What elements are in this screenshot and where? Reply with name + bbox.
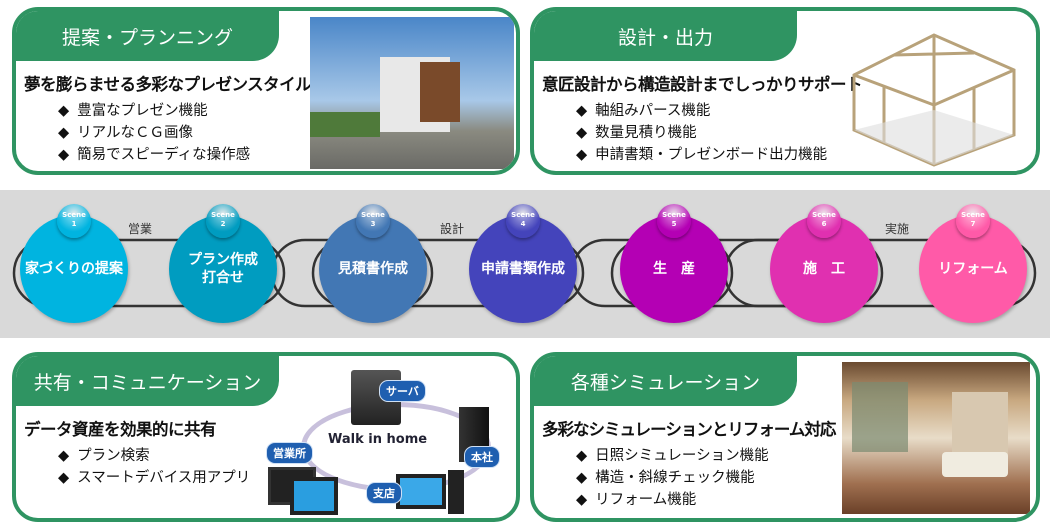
- list-item: 軸組みパース機能: [576, 100, 827, 122]
- scene-word: Scene: [511, 211, 535, 219]
- list-item: リアルなＣＧ画像: [58, 122, 250, 144]
- scene-label: 家づくりの提案: [25, 261, 123, 277]
- scene-5-circle[interactable]: 生 産: [620, 215, 728, 323]
- scene-label: 見積書作成: [338, 261, 408, 277]
- phase-label-execution: 実施: [885, 222, 910, 236]
- node-label-server: サーバ: [379, 380, 426, 402]
- logo: Walk in home: [328, 432, 428, 447]
- scene-label: プラン作成 打合せ: [188, 252, 258, 286]
- scene-word: Scene: [211, 211, 235, 219]
- panel-simulation: 各種シミュレーション 多彩なシミュレーションとリフォーム対応 日照シミュレーショ…: [530, 352, 1040, 522]
- list-item: 構造・斜線チェック機能: [576, 467, 769, 489]
- panel-title: 各種シミュレーション: [534, 356, 797, 406]
- bullet-list: 日照シミュレーション機能 構造・斜線チェック機能 リフォーム機能: [576, 445, 769, 511]
- panel-sharing: 共有・コミュニケーション データ資産を効果的に共有 プラン検索 スマートデバイス…: [12, 352, 520, 522]
- scene-number: 2: [220, 220, 226, 228]
- list-item: 日照シミュレーション機能: [576, 445, 768, 467]
- panel-title: 提案・プランニング: [16, 11, 279, 61]
- panel-subtitle: 意匠設計から構造設計までしっかりサポート: [542, 75, 863, 94]
- scene-label: 生 産: [653, 261, 695, 277]
- scene-word: Scene: [961, 211, 985, 219]
- phase-label-sales: 営業: [128, 222, 153, 236]
- node-label-branch: 支店: [366, 482, 402, 504]
- scene-word: Scene: [62, 211, 86, 219]
- network-diagram: Walk in home サーバ 本社 営業所 支店: [256, 362, 516, 518]
- list-item: 数量見積り機能: [576, 122, 827, 144]
- panel-title: 共有・コミュニケーション: [16, 356, 279, 406]
- node-label-sales-office: 営業所: [266, 442, 313, 464]
- node-label-hq: 本社: [464, 446, 500, 468]
- scene-number: 7: [970, 220, 976, 228]
- desktop-icon: [396, 474, 446, 509]
- bullet-list: 豊富なプレゼン機能 リアルなＣＧ画像 簡易でスピーディな操作感: [58, 100, 250, 166]
- phase-label-design: 設計: [440, 222, 465, 236]
- scene-label: 施 工: [803, 261, 845, 277]
- scene-number: 5: [671, 220, 677, 228]
- scene-number: 3: [370, 220, 376, 228]
- list-item: 簡易でスピーディな操作感: [58, 144, 250, 166]
- panel-subtitle: データ資産を効果的に共有: [24, 420, 217, 439]
- list-item: スマートデバイス用アプリ: [58, 467, 250, 489]
- panel-subtitle: 多彩なシミュレーションとリフォーム対応: [542, 420, 836, 439]
- scene-label: リフォーム: [938, 261, 1008, 277]
- list-item: 申請書類・プレゼンボード出力機能: [576, 144, 827, 166]
- desktop-tower-icon: [448, 470, 464, 514]
- scene-word: Scene: [361, 211, 385, 219]
- scene-number: 4: [520, 220, 526, 228]
- scene-label: 申請書類作成: [481, 261, 565, 277]
- laptop-icon: [290, 477, 338, 515]
- scene-word: Scene: [812, 211, 836, 219]
- panel-title: 設計・出力: [534, 11, 797, 61]
- list-item: プラン検索: [58, 445, 250, 467]
- scene-word: Scene: [662, 211, 686, 219]
- panel-proposal: 提案・プランニング 夢を膨らませる多彩なプレゼンスタイル 豊富なプレゼン機能 リ…: [12, 7, 520, 175]
- panel-subtitle: 夢を膨らませる多彩なプレゼンスタイル: [24, 75, 312, 94]
- house-render-image: [310, 17, 514, 169]
- bullet-list: プラン検索 スマートデバイス用アプリ: [58, 445, 250, 489]
- panel-design: 設計・出力 意匠設計から構造設計までしっかりサポート 軸組みパース機能 数量見積…: [530, 7, 1040, 175]
- scene-number: 6: [821, 220, 827, 228]
- interior-photo: [842, 362, 1030, 514]
- bullet-list: 軸組みパース機能 数量見積り機能 申請書類・プレゼンボード出力機能: [576, 100, 827, 166]
- scene-4-circle[interactable]: 申請書類作成: [469, 215, 577, 323]
- list-item: リフォーム機能: [576, 489, 769, 511]
- scene-number: 1: [71, 220, 77, 228]
- frame-structure-image: [852, 33, 1016, 167]
- list-item: 豊富なプレゼン機能: [58, 100, 250, 122]
